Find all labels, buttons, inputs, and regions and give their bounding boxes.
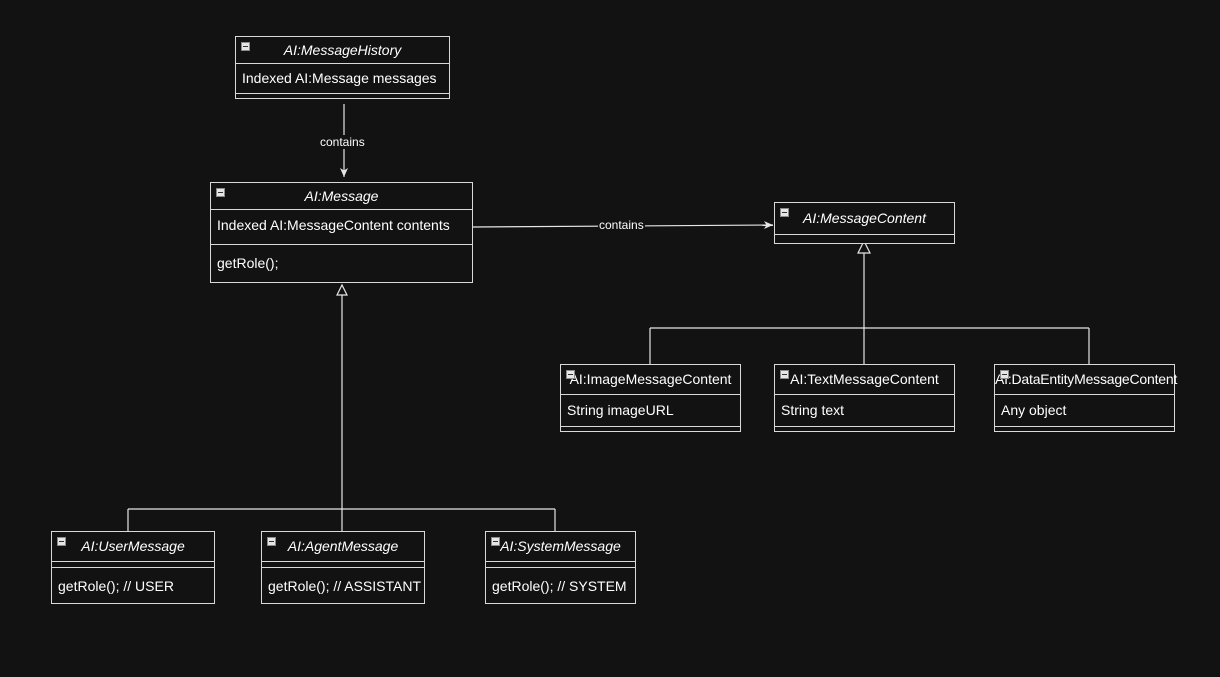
class-name: AI:MessageHistory [283, 42, 402, 58]
class-name: AI:AgentMessage [287, 538, 399, 554]
collapse-icon[interactable] [57, 537, 66, 546]
class-header: AI:AgentMessage [262, 532, 424, 562]
methods-divider [775, 426, 954, 431]
class-name: AI:ImageMessageContent [569, 371, 732, 387]
methods-divider [236, 93, 449, 98]
class-message[interactable]: AI:Message Indexed AI:MessageContent con… [210, 182, 473, 283]
class-name: AI:MessageContent [803, 210, 926, 226]
collapse-icon[interactable] [566, 370, 575, 379]
class-header: AI:Message [211, 183, 472, 210]
class-header: AI:UserMessage [52, 532, 214, 562]
class-header: AI:SystemMessage [486, 532, 635, 562]
attributes-divider [52, 562, 214, 568]
class-message-history[interactable]: AI:MessageHistory Indexed AI:Message mes… [235, 36, 450, 99]
class-message-content[interactable]: AI:MessageContent [774, 202, 955, 244]
collapse-icon[interactable] [780, 208, 789, 217]
class-method[interactable]: getRole(); // ASSISTANT [268, 578, 422, 594]
message-contains-label: contains [598, 218, 645, 232]
methods-divider [995, 426, 1174, 431]
class-text-message-content[interactable]: AI:TextMessageContent String text [774, 364, 955, 432]
class-attribute[interactable]: Indexed AI:MessageContent contents [217, 217, 450, 233]
class-name: AI:UserMessage [81, 538, 185, 554]
class-image-message-content[interactable]: AI:ImageMessageContent String imageURL [560, 364, 741, 432]
attributes-divider [486, 562, 635, 568]
collapse-icon[interactable] [1000, 370, 1009, 379]
collapse-icon[interactable] [216, 188, 225, 197]
class-header: AI:ImageMessageContent [561, 365, 740, 395]
history-contains-label: contains [319, 135, 366, 149]
class-name: AI:SystemMessage [500, 538, 621, 554]
class-header: AI:TextMessageContent [775, 365, 954, 395]
attributes-divider [775, 235, 954, 243]
content-generalization [649, 239, 1090, 364]
class-name: AI:TextMessageContent [790, 371, 939, 387]
class-agent-message[interactable]: AI:AgentMessage getRole(); // ASSISTANT [261, 531, 425, 604]
class-header: AI:DataEntityMessageContent [995, 365, 1178, 395]
class-attribute[interactable]: Indexed AI:Message messages [242, 70, 437, 86]
message-generalization [127, 283, 556, 531]
class-name: AI:DataEntityMessageContent [995, 371, 1178, 387]
class-method[interactable]: getRole(); // USER [58, 578, 174, 594]
collapse-icon[interactable] [267, 537, 276, 546]
class-data-entity-message-content[interactable]: AI:DataEntityMessageContent Any object [994, 364, 1178, 432]
class-method[interactable]: getRole(); // SYSTEM [492, 578, 627, 594]
attributes-divider [262, 562, 424, 568]
class-attribute[interactable]: String text [781, 402, 845, 418]
collapse-icon[interactable] [780, 370, 789, 379]
class-name: AI:Message [304, 188, 379, 204]
methods-divider [561, 426, 740, 431]
class-user-message[interactable]: AI:UserMessage getRole(); // USER [51, 531, 215, 604]
class-method[interactable]: getRole(); [211, 244, 472, 282]
class-header: AI:MessageContent [775, 203, 954, 235]
class-header: AI:MessageHistory [236, 37, 449, 64]
collapse-icon[interactable] [241, 42, 250, 51]
class-attribute[interactable]: String imageURL [567, 402, 674, 418]
collapse-icon[interactable] [491, 537, 500, 546]
class-attribute[interactable]: Any object [1001, 402, 1067, 418]
class-system-message[interactable]: AI:SystemMessage getRole(); // SYSTEM [485, 531, 636, 604]
